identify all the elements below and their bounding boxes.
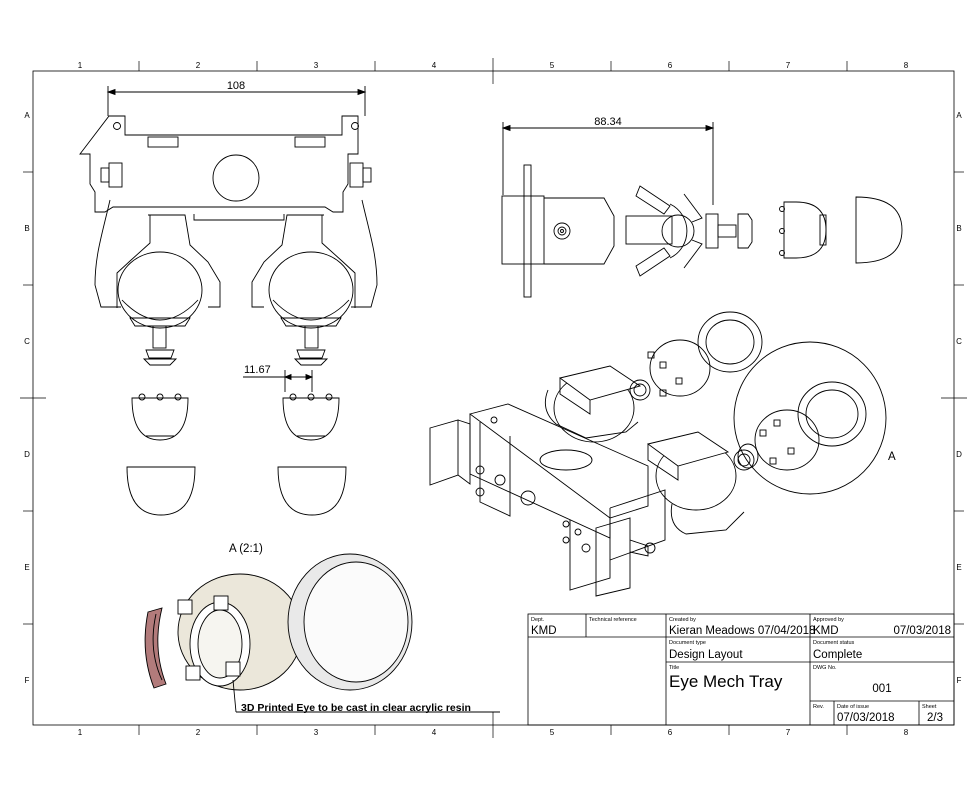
zone-col-top-7: 7: [786, 61, 791, 70]
zone-col-bottom-8: 8: [904, 728, 909, 737]
tb-sheet-value: 2/3: [927, 712, 943, 724]
zone-col-top-8: 8: [904, 61, 909, 70]
zone-ticks: [20, 58, 967, 738]
zone-row-right-a: A: [956, 111, 962, 120]
side-view: [501, 122, 903, 298]
zone-row-left-f: F: [25, 676, 30, 685]
zone-col-bottom-3: 3: [314, 728, 319, 737]
zone-col-bottom-1: 1: [78, 728, 83, 737]
tb-dept-label: Dept.: [531, 617, 545, 623]
tb-dept-value: KMD: [531, 625, 557, 637]
tb-dwgno-label: DWG No.: [813, 665, 837, 671]
zone-row-right-d: D: [956, 450, 962, 459]
detail-a-view: [144, 553, 413, 691]
detail-callout-label: A: [888, 451, 896, 463]
zone-row-left-d: D: [24, 450, 30, 459]
note-leader: [232, 679, 500, 713]
zone-col-top-3: 3: [314, 61, 319, 70]
zone-col-top-4: 4: [432, 61, 437, 70]
tb-approved-date: 07/03/2018: [893, 625, 951, 637]
tb-rev-label: Rev.: [813, 704, 824, 710]
tb-created-label: Created by: [669, 617, 696, 623]
zone-col-top-5: 5: [550, 61, 555, 70]
tb-techref-label: Technical reference: [589, 617, 637, 623]
detail-title: A (2:1): [229, 543, 263, 555]
tb-docstatus-value: Complete: [813, 649, 862, 661]
front-view: [79, 86, 378, 516]
tb-approved-name: KMD: [813, 625, 839, 637]
dimension-108: 108: [227, 80, 245, 92]
zone-row-left-c: C: [24, 337, 30, 346]
zone-col-top-2: 2: [196, 61, 201, 70]
title-block-grid: [527, 613, 955, 726]
zone-col-top-1: 1: [78, 61, 83, 70]
tb-issue-value: 07/03/2018: [837, 712, 895, 724]
zone-row-left-e: E: [24, 563, 29, 572]
tb-doctype-label: Document type: [669, 640, 706, 646]
zone-row-left-a: A: [24, 111, 30, 120]
zone-row-right-f: F: [957, 676, 962, 685]
tb-sheet-label: Sheet: [922, 704, 937, 710]
tb-issue-label: Date of issue: [837, 704, 869, 710]
zone-col-bottom-5: 5: [550, 728, 555, 737]
zone-col-bottom-6: 6: [668, 728, 673, 737]
dimension-11-67: 11.67: [244, 364, 271, 376]
tb-created-value: Kieran Meadows 07/04/2018: [669, 625, 815, 637]
zone-row-right-e: E: [956, 563, 961, 572]
zone-row-right-c: C: [956, 337, 962, 346]
zone-row-right-b: B: [956, 224, 961, 233]
zone-col-top-6: 6: [668, 61, 673, 70]
tb-doctype-value: Design Layout: [669, 649, 743, 661]
isometric-view: [429, 311, 887, 597]
zone-col-bottom-7: 7: [786, 728, 791, 737]
zone-row-left-b: B: [24, 224, 29, 233]
zone-col-bottom-4: 4: [432, 728, 437, 737]
tb-title-label: Title: [669, 665, 679, 671]
tb-title-value: Eye Mech Tray: [669, 672, 783, 691]
dimension-88-34: 88.34: [594, 116, 622, 128]
resin-note: 3D Printed Eye to be cast in clear acryl…: [241, 702, 471, 714]
zone-labels: 1 2 3 4 5 6 7 8 1 2 3 4 5 6 7 8 A B C D …: [24, 61, 962, 737]
tb-docstatus-label: Document status: [813, 640, 855, 646]
zone-col-bottom-2: 2: [196, 728, 201, 737]
tb-dwgno-value: 001: [872, 683, 891, 695]
tb-approved-label: Approved by: [813, 617, 844, 623]
